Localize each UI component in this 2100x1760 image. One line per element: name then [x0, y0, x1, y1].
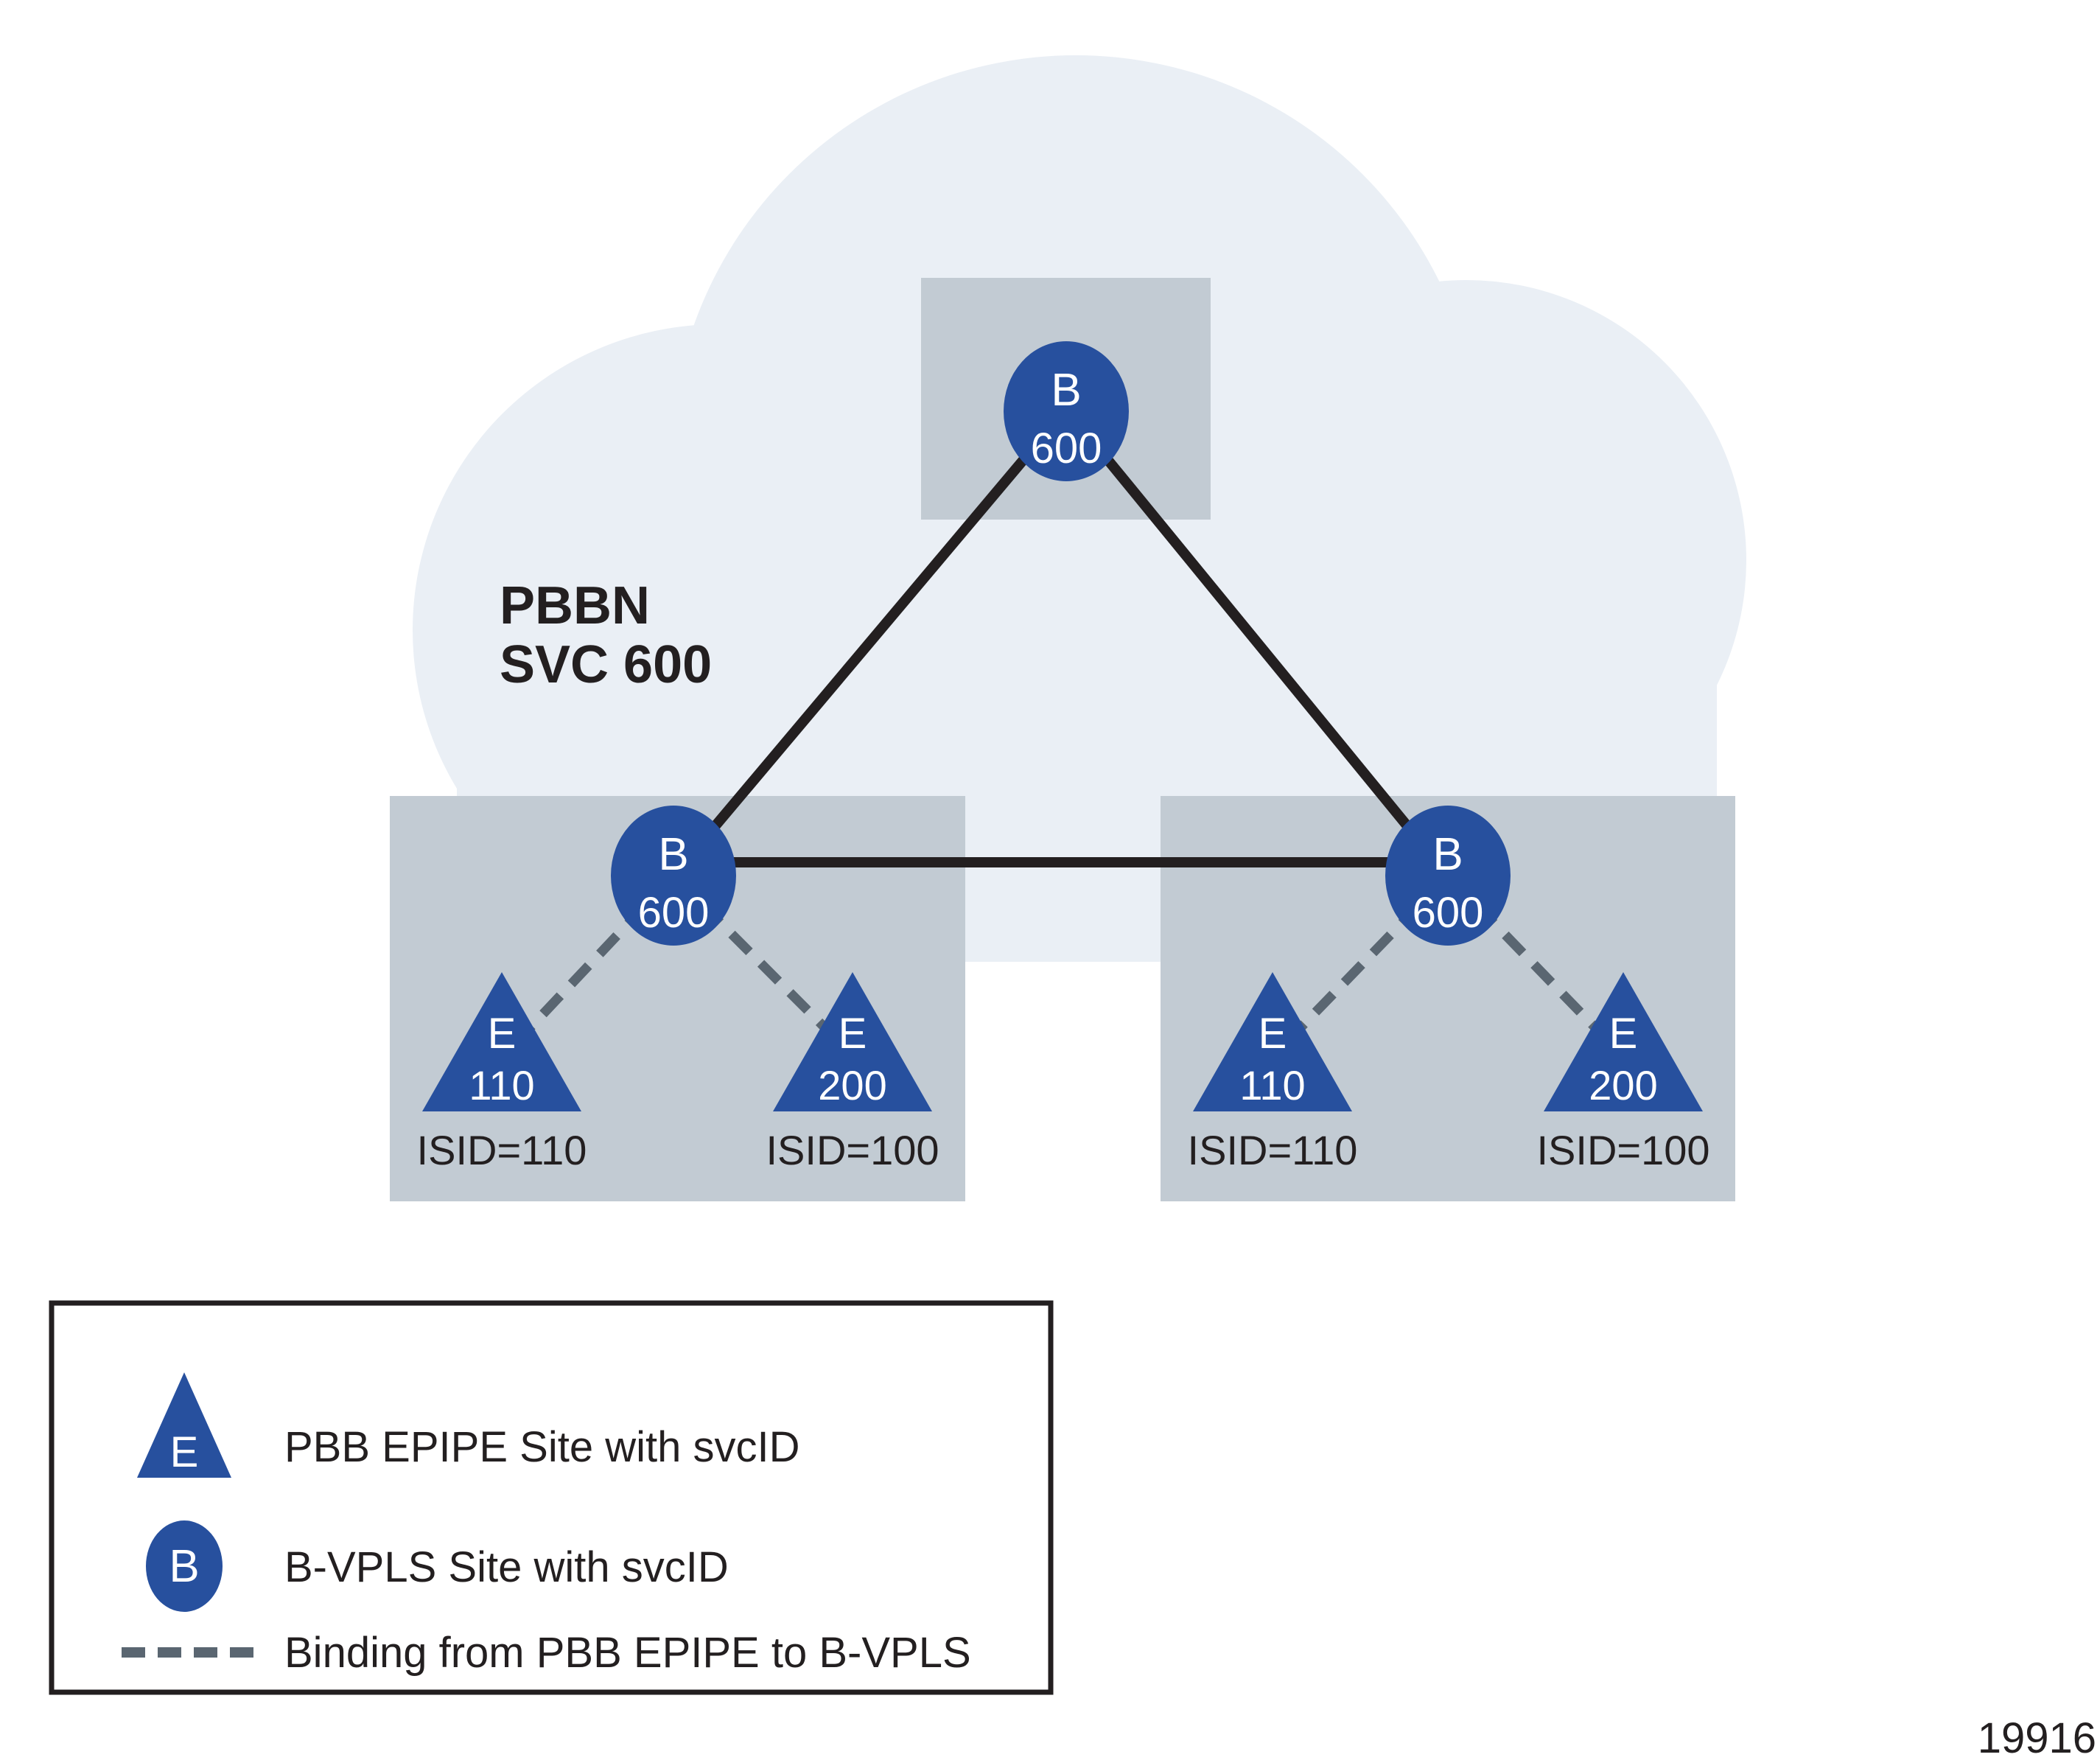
epipe-right-110-triangle: [1193, 972, 1352, 1111]
epipe-left-110-svc: 110: [469, 1062, 534, 1108]
epipe-left-110-triangle: [422, 972, 581, 1111]
bvpls-node-top: B 600: [1004, 341, 1129, 481]
epipe-right-110-svc: 110: [1239, 1062, 1305, 1108]
epipe-right-200-triangle: [1544, 972, 1703, 1111]
bvpls-node-left: B 600: [611, 806, 736, 946]
legend-epipe-symbol-letter: E: [170, 1428, 199, 1476]
bvpls-node-top-circle: [1004, 341, 1129, 481]
legend: E PBB EPIPE Site with svcID B B-VPLS Sit…: [49, 1300, 1054, 1695]
bvpls-node-left-circle: [611, 806, 736, 946]
epipe-left-200-svc: 200: [818, 1062, 886, 1108]
legend-epipe-symbol: E: [137, 1372, 231, 1478]
bvpls-node-right-circle: [1385, 806, 1511, 946]
epipe-node-right-110: E 110: [1193, 972, 1352, 1111]
legend-epipe-label: PBB EPIPE Site with svcID: [284, 1423, 799, 1471]
legend-box: [49, 1300, 1054, 1695]
legend-bvpls-label: B-VPLS Site with svcID: [284, 1543, 729, 1591]
bvpls-node-left-letter: B: [658, 829, 688, 880]
epipe-right-200-letter: E: [1609, 1010, 1638, 1058]
legend-bvpls-symbol-letter: B: [169, 1541, 199, 1592]
bvpls-node-right-svc: 600: [1413, 889, 1484, 937]
pbbn-label-line1: PBBN: [500, 576, 650, 635]
isid-label-right-100: ISID=100: [1536, 1127, 1709, 1173]
bvpls-node-right-letter: B: [1432, 829, 1463, 880]
legend-binding-label: Binding from PBB EPIPE to B-VPLS: [284, 1629, 971, 1677]
epipe-right-110-letter: E: [1259, 1010, 1287, 1058]
core-link-top-to-right: [1062, 405, 1452, 879]
epipe-node-left-110: E 110: [422, 972, 581, 1111]
isid-label-left-100: ISID=100: [766, 1127, 939, 1173]
core-link-top-to-left: [669, 405, 1071, 879]
epipe-left-200-letter: E: [839, 1010, 867, 1058]
pbbn-label-line2: SVC 600: [500, 635, 712, 694]
bvpls-node-right: B 600: [1385, 806, 1511, 946]
legend-epipe-triangle-icon: [137, 1372, 231, 1478]
bvpls-node-top-svc: 600: [1031, 425, 1102, 472]
legend-bvpls-circle-icon: [146, 1520, 223, 1612]
epipe-node-right-200: E 200: [1544, 972, 1703, 1111]
epipe-left-200-triangle: [773, 972, 932, 1111]
legend-bvpls-symbol: B: [146, 1520, 223, 1612]
bvpls-node-left-svc: 600: [638, 889, 710, 937]
epipe-node-left-200: E 200: [773, 972, 932, 1111]
epipe-right-200-svc: 200: [1589, 1062, 1657, 1108]
isid-label-right-110: ISID=110: [1188, 1127, 1358, 1173]
bvpls-node-top-letter: B: [1051, 365, 1081, 416]
figure-number: 19916: [1978, 1714, 2096, 1760]
epipe-left-110-letter: E: [488, 1010, 517, 1058]
isid-label-left-110: ISID=110: [417, 1127, 587, 1173]
